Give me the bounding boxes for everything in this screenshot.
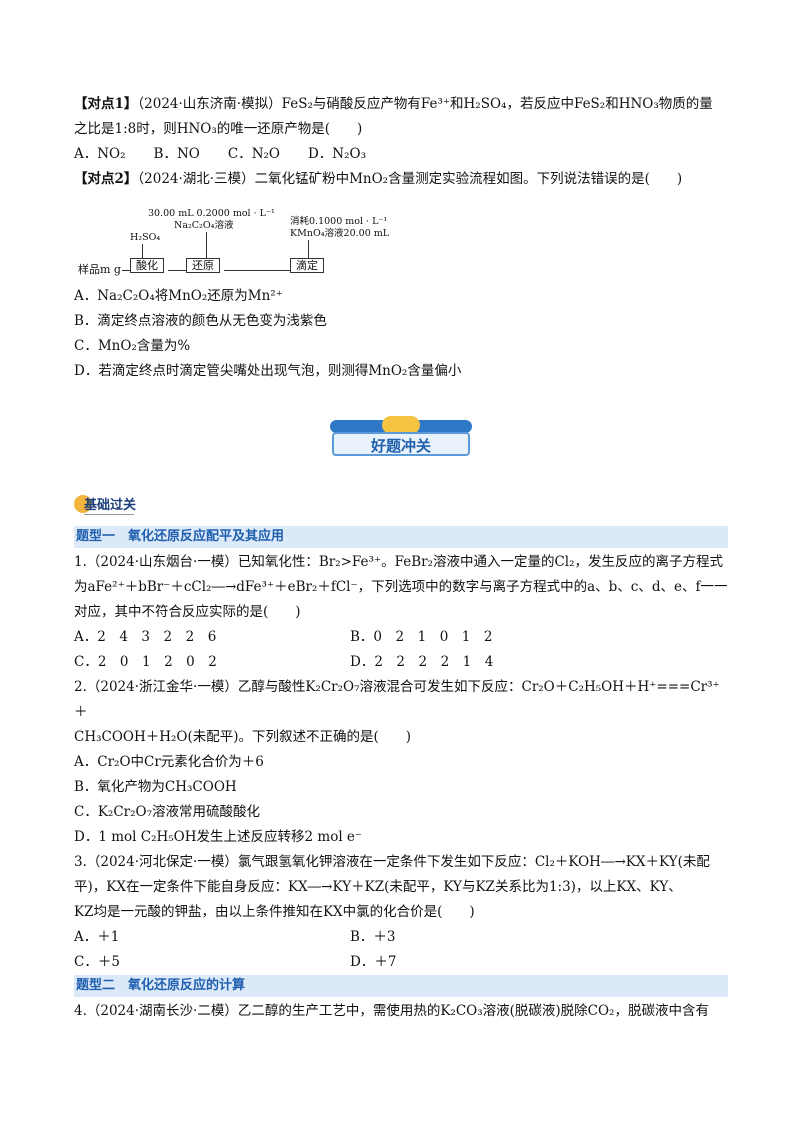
q1-text: 【对点1】（2024·山东济南·模拟）FeS₂与硝酸反应产物有Fe³⁺和H₂SO… — [74, 92, 728, 117]
badge-underline — [84, 514, 134, 515]
p3-option-a: A．＋1 — [74, 929, 120, 945]
flow-reagent2-b: Na₂C₂O₄溶液 — [174, 220, 234, 231]
flow-arrow-reagent3 — [308, 240, 309, 258]
flow-reagent2-a: 30.00 mL 0.2000 mol · L⁻¹ — [148, 208, 275, 219]
flow-line-1 — [122, 270, 130, 271]
p1-line1: 1.（2024·山东烟台·一模）已知氧化性：Br₂>Fe³⁺。FeBr₂溶液中通… — [74, 554, 724, 570]
flow-step-acidify: 酸化 — [130, 258, 164, 273]
q2-text: 【对点2】（2024·湖北·三模）二氧化锰矿粉中MnO₂含量测定实验流程如图。下… — [74, 167, 728, 192]
flow-sample: 样品m g — [78, 263, 121, 276]
flow-reagent1: H₂SO₄ — [130, 232, 161, 243]
p3-options-row1: A．＋1 B．＋3 — [74, 925, 728, 950]
p2-option-c: C．K₂Cr₂O₇溶液常用硫酸酸化 — [74, 804, 261, 820]
p3-option-b: B．＋3 — [350, 929, 396, 945]
q1-line1: （2024·山东济南·模拟）FeS₂与硝酸反应产物有Fe³⁺和H₂SO₄，若反应… — [137, 96, 713, 112]
p1-options-row2: C．2 0 1 2 0 2 D．2 2 2 2 1 4 — [74, 650, 728, 675]
p3-line2: 平)，KX在一定条件下能自身反应：KX―→KY＋KZ(未配平，KY与KZ关系比为… — [74, 879, 682, 895]
type1-heading: 题型一 氧化还原反应配平及其应用 — [74, 526, 728, 548]
p3-line3: KZ均是一元酸的钾盐，由以上条件推知在KX中氯的化合价是( ) — [74, 904, 475, 920]
q1-option-c: C．N₂O — [227, 146, 280, 162]
q1-options: A．NO₂ B．NO C．N₂O D．N₂O₃ — [74, 142, 728, 167]
q2-option-a: A．Na₂C₂O₄将MnO₂还原为Mn²⁺ — [74, 288, 283, 304]
flow-arrow-reagent1 — [142, 244, 143, 258]
banner-knob — [382, 416, 420, 434]
p2-option-d: D．1 mol C₂H₅OH发生上述反应转移2 mol e⁻ — [74, 829, 363, 845]
q2-line1: （2024·湖北·三模）二氧化锰矿粉中MnO₂含量测定实验流程如图。下列说法错误… — [137, 171, 683, 187]
flow-line-2 — [168, 270, 186, 271]
p4-line1: 4.（2024·湖南长沙·二模）乙二醇的生产工艺中，需使用热的K₂CO₃溶液(脱… — [74, 1003, 709, 1019]
flow-diagram: 30.00 mL 0.2000 mol · L⁻¹ Na₂C₂O₄溶液 消耗0.… — [78, 196, 389, 280]
flow-reagent3-a: 消耗0.1000 mol · L⁻¹ — [290, 216, 388, 227]
flow-step-reduce: 还原 — [186, 258, 220, 273]
p1-line2: 为aFe²⁺＋bBr⁻＋cCl₂―→dFe³⁺＋eBr₂＋fCl⁻，下列选项中的… — [74, 579, 728, 595]
p3-line1: 3.（2024·河北保定·一模）氯气跟氢氧化钾溶液在一定条件下发生如下反应：Cl… — [74, 854, 710, 870]
p1-option-b: B．0 2 1 0 1 2 — [350, 629, 493, 645]
section-label: 基础过关 — [84, 498, 137, 513]
q1-option-b: B．NO — [153, 146, 200, 162]
p1-options-row1: A．2 4 3 2 2 6 B．0 2 1 0 1 2 — [74, 625, 728, 650]
p3-options-row2: C．＋5 D．＋7 — [74, 950, 728, 975]
document-page: 【对点1】（2024·山东济南·模拟）FeS₂与硝酸反应产物有Fe³⁺和H₂SO… — [74, 92, 728, 384]
q2-option-b: B．滴定终点溶液的颜色从无色变为浅紫色 — [74, 313, 327, 329]
p1-option-a: A．2 4 3 2 2 6 — [74, 629, 217, 645]
q1-option-a: A．NO₂ — [74, 146, 126, 162]
p1-option-c: C．2 0 1 2 0 2 — [74, 654, 217, 670]
p3-option-c: C．＋5 — [74, 954, 120, 970]
p1-option-d: D．2 2 2 2 1 4 — [350, 654, 494, 670]
flow-arrow-reagent2 — [206, 232, 207, 258]
p1-line3: 对应，其中不符合反应实际的是( ) — [74, 604, 301, 620]
q2-option-c: C．MnO₂含量为% — [74, 338, 191, 354]
p2-line2: CH₃COOH＋H₂O(未配平)。下列叙述不正确的是( ) — [74, 729, 412, 745]
flow-step-titrate: 滴定 — [290, 258, 324, 273]
p2-line1: 2.（2024·浙江金华·一模）乙醇与酸性K₂Cr₂O₇溶液混合可发生如下反应：… — [74, 679, 720, 720]
flow-reagent3-b: KMnO₄溶液20.00 mL — [290, 228, 390, 239]
section-banner: 好题冲关 — [330, 416, 472, 458]
p2-option-a: A．Cr₂O中Cr元素化合价为＋6 — [74, 754, 264, 770]
q2-prefix: 【对点2】 — [74, 171, 138, 187]
section-badge: 基础过关 — [74, 494, 137, 515]
flow-line-3 — [224, 270, 290, 271]
q1-prefix: 【对点1】 — [74, 96, 138, 112]
banner-title: 好题冲关 — [332, 432, 470, 456]
p2-option-b: B．氧化产物为CH₃COOH — [74, 779, 237, 795]
document-page-lower: 题型一 氧化还原反应配平及其应用 1.（2024·山东烟台·一模）已知氧化性：B… — [74, 526, 728, 1024]
q1-option-d: D．N₂O₃ — [307, 146, 367, 162]
badge-dot-icon — [74, 494, 92, 513]
q2-option-d: D．若滴定终点时滴定管尖嘴处出现气泡，则测得MnO₂含量偏小 — [74, 363, 462, 379]
p3-option-d: D．＋7 — [350, 954, 397, 970]
type2-heading: 题型二 氧化还原反应的计算 — [74, 975, 728, 997]
q1-line2: 之比是1:8时，则HNO₃的唯一还原产物是( ) — [74, 121, 363, 137]
